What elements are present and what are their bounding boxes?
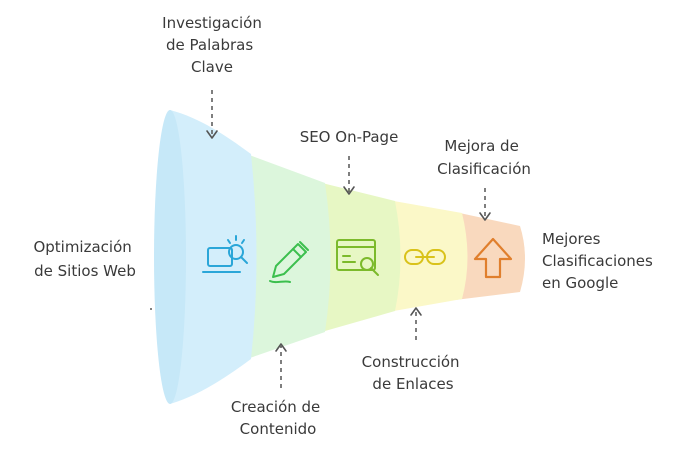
label-ranking: Mejora de Clasificación bbox=[437, 137, 531, 178]
label-keywords-line2: de Palabras bbox=[166, 36, 253, 54]
funnel-segment-ranking bbox=[450, 212, 525, 300]
arrow-content bbox=[275, 343, 287, 388]
label-content: Creación de Contenido bbox=[231, 398, 325, 438]
label-links: Construcción de Enlaces bbox=[362, 353, 465, 393]
arrow-ranking bbox=[479, 188, 491, 221]
browser-search-icon bbox=[336, 239, 379, 276]
label-keywords-line1: Investigación bbox=[162, 14, 262, 32]
arrow-keywords bbox=[206, 90, 218, 139]
label-onpage: SEO On-Page bbox=[300, 128, 399, 146]
label-right: Mejores Clasificaciones en Google bbox=[542, 230, 658, 292]
funnel-mouth bbox=[154, 110, 186, 404]
chain-link-icon bbox=[404, 249, 446, 265]
arrow-links bbox=[410, 307, 422, 340]
up-arrow-icon bbox=[473, 237, 513, 279]
laptop-search-icon bbox=[202, 235, 248, 273]
pencil-icon bbox=[269, 241, 309, 284]
funnel-segment-onpage bbox=[312, 182, 401, 333]
label-left: Optimización de Sitios Web bbox=[33, 238, 136, 280]
connector-arrows bbox=[206, 90, 491, 388]
arrow-onpage bbox=[343, 156, 355, 195]
